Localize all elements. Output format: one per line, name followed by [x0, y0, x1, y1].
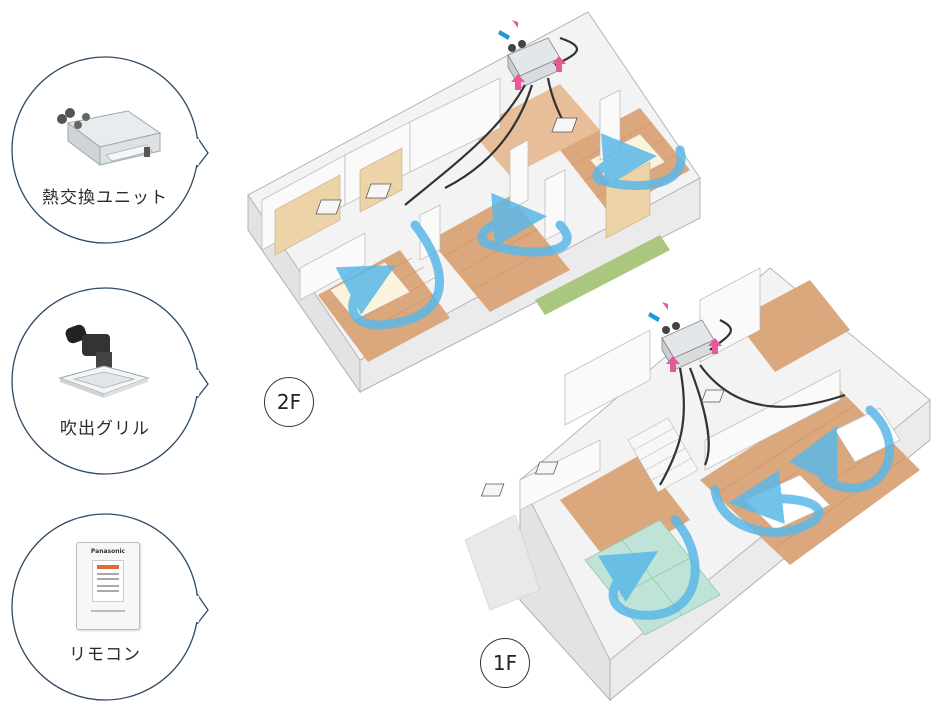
component-label: 吹出グリル — [60, 419, 150, 439]
remote-control-icon: Panasonic — [76, 542, 140, 630]
floor-badge-upper: 2F — [264, 377, 314, 427]
component-bubble-heat-exchange-unit: 熱交換ユニット — [10, 55, 209, 245]
lower-floor-plan — [464, 267, 931, 702]
remote-brand-text: Panasonic — [90, 548, 126, 555]
floor-badge-lower: 1F — [480, 638, 530, 688]
outlet-grille-icon — [58, 324, 150, 398]
component-bubble-remote-control: Panasonic リモコン — [10, 512, 209, 702]
upper-floor-plan — [247, 11, 701, 394]
component-bubble-outlet-grille: 吹出グリル — [10, 286, 209, 476]
remote-buttons-panel — [92, 560, 124, 602]
component-label: 熱交換ユニット — [42, 188, 168, 208]
heat-exchange-unit-icon — [57, 108, 162, 166]
component-label: リモコン — [69, 645, 141, 665]
